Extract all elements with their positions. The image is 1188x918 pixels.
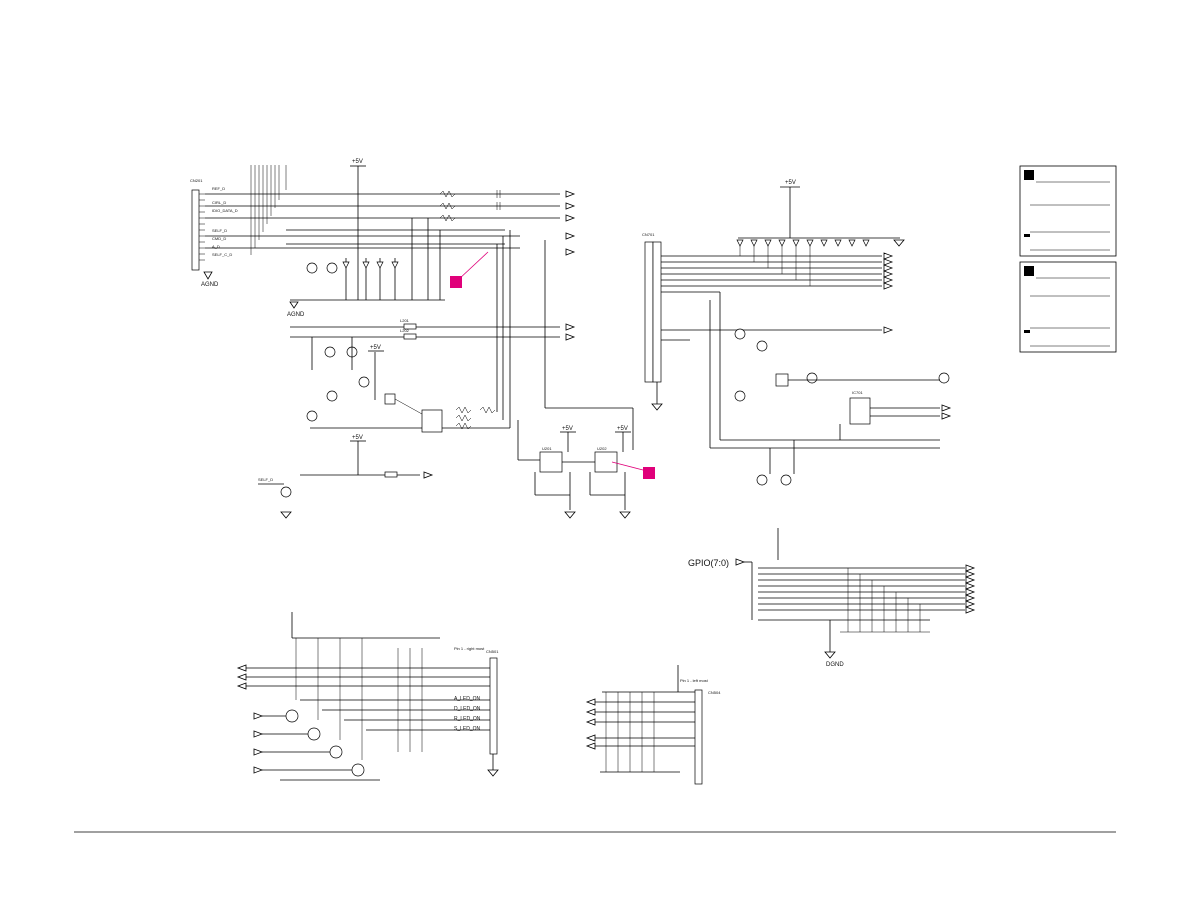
vcc-mid-left: +5V [368,345,384,352]
u202-label: U202 [597,446,607,451]
cn201-label: CN201 [190,178,203,183]
led-s-label: S_LED_ON [454,726,481,732]
top-header-nets [250,165,287,255]
l201-label: L201 [400,318,410,323]
marker-2 [611,461,655,479]
regulators: +5V U201 +5V U202 [518,426,631,519]
led-row [736,239,870,286]
sig-self-c-d: SELF_C_D [212,252,232,257]
vcc-label-3: +5V [352,435,363,441]
cn201-buses [205,193,560,249]
self-d-input: SELF_D [258,477,292,519]
u201-chip [539,451,563,473]
agnd-label-2: AGND [287,312,305,318]
cn501-inputs [253,712,352,774]
cn701-connector: CN701 [642,232,663,411]
transistors-top-right [734,328,950,486]
gpio-caps [840,568,930,633]
cn504-label: CN504 [708,690,721,695]
cn201-connector: CN201 AGND [190,178,219,288]
vcc-label-4: +5V [785,180,796,186]
gpio-bus-block: GPIO(7:0) [688,528,976,668]
transistors-top-left [280,262,370,498]
vcc-label-2: +5V [370,345,381,351]
diode-array-top [290,218,445,301]
thumbnail-panel-2 [1019,261,1117,353]
vcc-label-1: +5V [352,159,363,165]
sig-ref-d: REF_D [212,186,225,191]
inductors-l201-l202: L201 L202 [400,318,417,340]
agnd-symbol-2: AGND [287,301,305,318]
sig-cmd-d: CMD_D [212,236,226,241]
u201-label: U201 [542,446,552,451]
led-r-label: R_LED_ON [454,716,481,722]
gpio-bus-label: GPIO(7:0) [688,558,729,568]
led-a-label: A_LED_ON [454,696,481,702]
cn701-buses [661,255,940,449]
agnd-label-cn201: AGND [201,282,219,288]
cn504-pin-note: Pin 1 - left most [680,678,709,683]
resistors-r201-r203 [439,190,501,222]
led-d-label: D_LED_ON [454,706,481,712]
cn501-pin-note: Pin 1 - right most [454,646,485,651]
l202-label: L202 [400,328,410,333]
sig-a-d: A_D [212,244,220,249]
cn501-label: CN501 [486,649,499,654]
thumbnail-panel-1 [1019,165,1117,257]
vcc-top-left: +5V [350,159,366,300]
vcc-top-right: +5V [738,180,900,239]
vcc-label-u202: +5V [617,426,628,432]
dgnd-label: DGND [826,662,844,668]
u202-chip [594,451,618,473]
sig-cirl-d: CIRL_D [212,200,226,205]
sig-self-d: SELF_D [212,228,227,233]
cn201-signal-names: REF_D CIRL_D IDIO_DATA_D SELF_D CMD_D A_… [212,186,238,257]
marker-1 [450,251,489,288]
sig-idio-data-d: IDIO_DATA_D [212,208,238,213]
output-arrows-top [565,190,576,341]
gpio-arrows [965,564,976,614]
cn701-output-arrows [883,252,894,334]
mid-left-nets [290,230,634,460]
cn504-block: CN504 Pin 1 - left most [585,665,721,785]
cn701-label: CN701 [642,232,655,237]
ic-block-mid [384,393,496,433]
vcc-bottom-left: +5V [300,435,434,479]
sig-self-d-2: SELF_D [258,477,273,482]
cn501-block: CN501 Pin 1 - right most A_LED_ON D_LED_… [236,612,499,781]
gnd-top-right [769,239,905,474]
vcc-label-u201: +5V [562,426,573,432]
ic701-label: IC701 [852,390,863,395]
ic701-block: IC701 [775,373,952,440]
